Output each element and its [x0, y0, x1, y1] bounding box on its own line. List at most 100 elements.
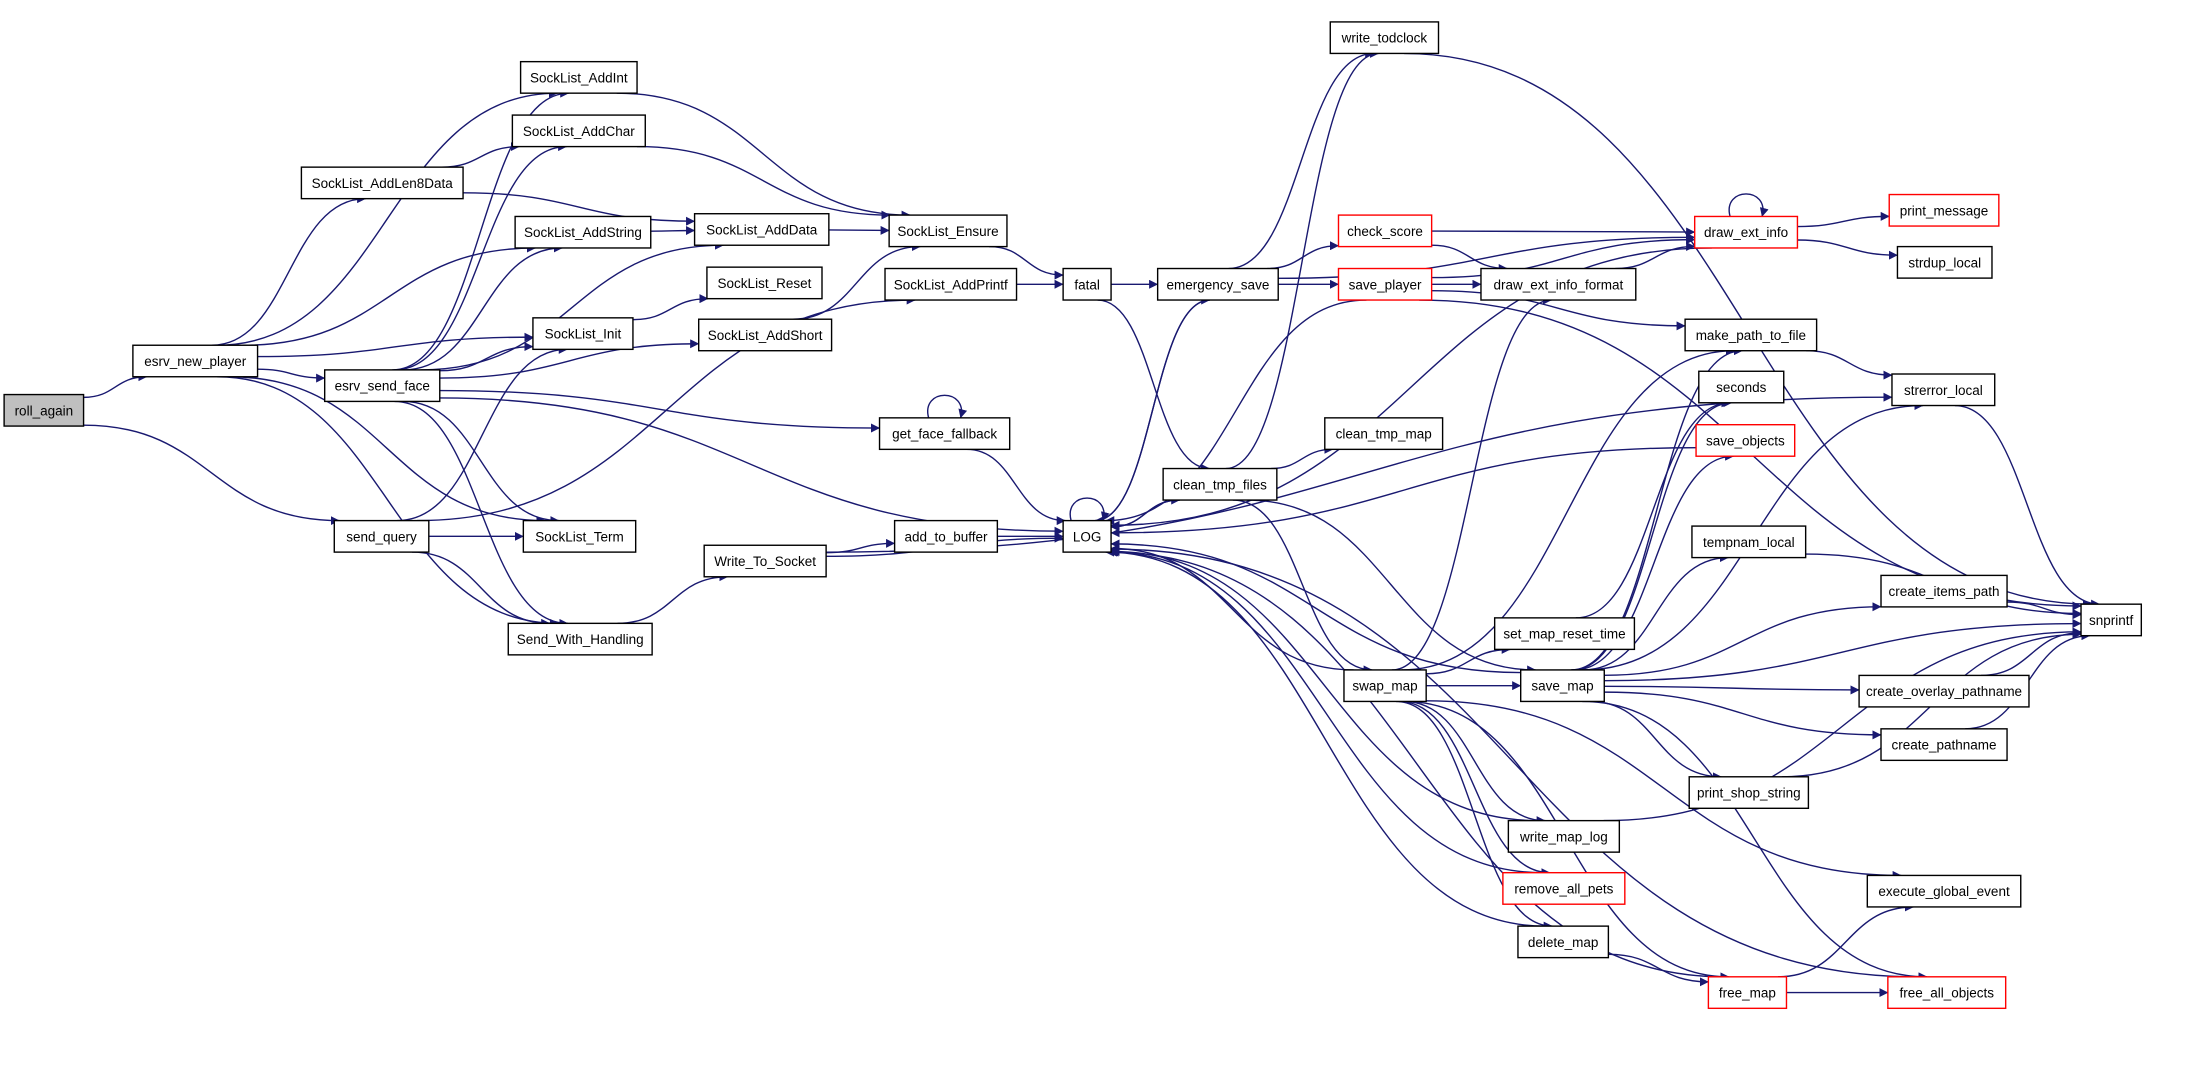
edge-save-map-to-tempnam-local: [1582, 553, 1729, 671]
node-log[interactable]: LOG: [1062, 519, 1112, 553]
node-label: seconds: [1716, 380, 1767, 395]
node-add-to-buffer[interactable]: add_to_buffer: [893, 519, 999, 553]
node-free-map[interactable]: free_map: [1707, 976, 1788, 1010]
node-write-map-log[interactable]: write_map_log: [1507, 819, 1621, 853]
node-swap-map[interactable]: swap_map: [1343, 669, 1427, 703]
edge: [1110, 499, 1180, 532]
node-create-pathname[interactable]: create_pathname: [1880, 728, 2008, 762]
edge-socklist-addchar-to-socklist-ensure: [636, 145, 891, 220]
node-snprintf[interactable]: snprintf: [2080, 603, 2143, 637]
node-draw-ext-info-format[interactable]: draw_ext_info_format: [1480, 267, 1637, 301]
edge: [83, 372, 148, 399]
node-seconds[interactable]: seconds: [1698, 370, 1785, 404]
node-esrv-send-face[interactable]: esrv_send_face: [323, 369, 441, 403]
node-box: [1156, 267, 1279, 301]
node-print-shop-string[interactable]: print_shop_string: [1688, 776, 1810, 809]
node-clean-tmp-files[interactable]: clean_tmp_files: [1162, 467, 1278, 501]
edge-save-player-to-make-path-to-file: [1431, 290, 1686, 331]
node-box: [1329, 21, 1440, 55]
edge-clean-tmp-files-to-swap-map: [1232, 499, 1373, 675]
node-box: [888, 214, 1008, 248]
edge-write-map-log-to-snprintf: [1603, 627, 2082, 822]
node-box: [1866, 874, 2022, 908]
node-execute-global-event[interactable]: execute_global_event: [1866, 874, 2022, 908]
node-socklist-addstring[interactable]: SockList_AddString: [514, 215, 652, 249]
edge: [1582, 700, 1928, 982]
node-socklist-addchar[interactable]: SockList_AddChar: [511, 114, 646, 148]
edge-esrv-new-player-to-esrv-send-face: [257, 368, 326, 383]
edge-esrv-send-face-to-socklist-addstring: [402, 243, 563, 371]
node-socklist-addint[interactable]: SockList_AddInt: [519, 60, 638, 94]
node-box: [693, 213, 830, 246]
node-draw-ext-info[interactable]: draw_ext_info: [1693, 215, 1799, 249]
node-send-query[interactable]: send_query: [333, 519, 430, 553]
node-write-to-socket[interactable]: Write_To_Socket: [703, 544, 827, 578]
node-make-path-to-file[interactable]: make_path_to_file: [1684, 318, 1818, 352]
node-print-message[interactable]: print_message: [1888, 193, 2000, 227]
node-set-map-reset-time[interactable]: set_map_reset_time: [1493, 617, 1636, 651]
node-box: [1062, 267, 1112, 301]
node-save-player[interactable]: save_player: [1337, 267, 1433, 301]
node-fatal[interactable]: fatal: [1062, 267, 1112, 301]
node-clean-tmp-map[interactable]: clean_tmp_map: [1324, 417, 1444, 451]
node-label: set_map_reset_time: [1503, 627, 1625, 642]
edge-swap-map-to-execute-global-event: [1426, 700, 1902, 880]
node-strdup-local[interactable]: strdup_local: [1896, 245, 1993, 279]
edge-save-map-to-save-objects: [1574, 451, 1735, 671]
edge-save-map-to-create-items-path: [1604, 602, 1882, 677]
node-save-map[interactable]: save_map: [1519, 669, 1605, 703]
node-tempnam-local[interactable]: tempnam_local: [1691, 525, 1807, 559]
node-label: remove_all_pets: [1514, 881, 1613, 896]
edge: [1110, 543, 1354, 671]
node-remove-all-pets[interactable]: remove_all_pets: [1502, 871, 1626, 905]
node-socklist-addlen8data[interactable]: SockList_AddLen8Data: [300, 166, 464, 200]
node-box: [1695, 424, 1796, 457]
node-socklist-term[interactable]: SockList_Term: [522, 519, 637, 553]
node-delete-map[interactable]: delete_map: [1517, 925, 1610, 959]
node-esrv-new-player[interactable]: esrv_new_player: [132, 344, 259, 378]
edge: [1094, 299, 1210, 526]
node-emergency-save[interactable]: emergency_save: [1156, 267, 1279, 301]
node-label: snprintf: [2089, 613, 2134, 628]
edge: [1110, 539, 1521, 674]
edge: [1604, 685, 1860, 695]
edge: [1604, 602, 1882, 677]
node-socklist-addshort[interactable]: SockList_AddShort: [698, 318, 833, 352]
node-roll-again[interactable]: roll_again: [3, 393, 85, 427]
node-check-score[interactable]: check_score: [1337, 214, 1433, 248]
edge-set-map-reset-time-to-seconds: [1575, 398, 1731, 619]
edge: [636, 145, 891, 220]
edge: [1604, 619, 2082, 682]
node-socklist-init[interactable]: SockList_Init: [532, 317, 634, 351]
node-label: print_message: [1900, 203, 1989, 218]
edge-save-objects-to-log: [1110, 446, 1697, 538]
edge: [397, 344, 568, 522]
node-label: SockList_Init: [545, 327, 622, 342]
node-save-objects[interactable]: save_objects: [1695, 424, 1796, 457]
edge: [616, 92, 911, 220]
node-box: [2080, 603, 2143, 637]
node-strerror-local[interactable]: strerror_local: [1891, 373, 1996, 407]
edge-log-to-log: [1069, 497, 1110, 522]
edge-roll-again-to-esrv-new-player: [83, 372, 148, 399]
node-free-all-objects[interactable]: free_all_objects: [1887, 976, 2007, 1010]
node-box: [1519, 669, 1605, 703]
edge: [1270, 444, 1334, 470]
node-socklist-reset[interactable]: SockList_Reset: [706, 266, 823, 300]
edge-esrv-send-face-to-socklist-init: [439, 342, 534, 372]
node-create-overlay-pathname[interactable]: create_overlay_pathname: [1858, 674, 2030, 708]
node-box: [511, 114, 646, 148]
node-send-with-handling[interactable]: Send_With_Handling: [507, 622, 653, 656]
edge-draw-ext-info-to-draw-ext-info: [1728, 193, 1769, 217]
edge: [2007, 601, 2082, 620]
edge-swap-map-to-delete-map: [1396, 700, 1553, 931]
node-create-items-path[interactable]: create_items_path: [1880, 574, 2008, 608]
node-socklist-addprintf[interactable]: SockList_AddPrintf: [884, 267, 1018, 301]
node-socklist-ensure[interactable]: SockList_Ensure: [888, 214, 1008, 248]
edge-esrv-send-face-to-socklist-term: [402, 400, 560, 526]
node-socklist-adddata[interactable]: SockList_AddData: [693, 213, 830, 246]
node-get-face-fallback[interactable]: get_face_fallback: [878, 417, 1011, 451]
node-write-todclock[interactable]: write_todclock: [1329, 21, 1440, 55]
edge-fatal-to-clean-tmp-files: [1097, 299, 1210, 474]
edge: [1105, 299, 1367, 526]
